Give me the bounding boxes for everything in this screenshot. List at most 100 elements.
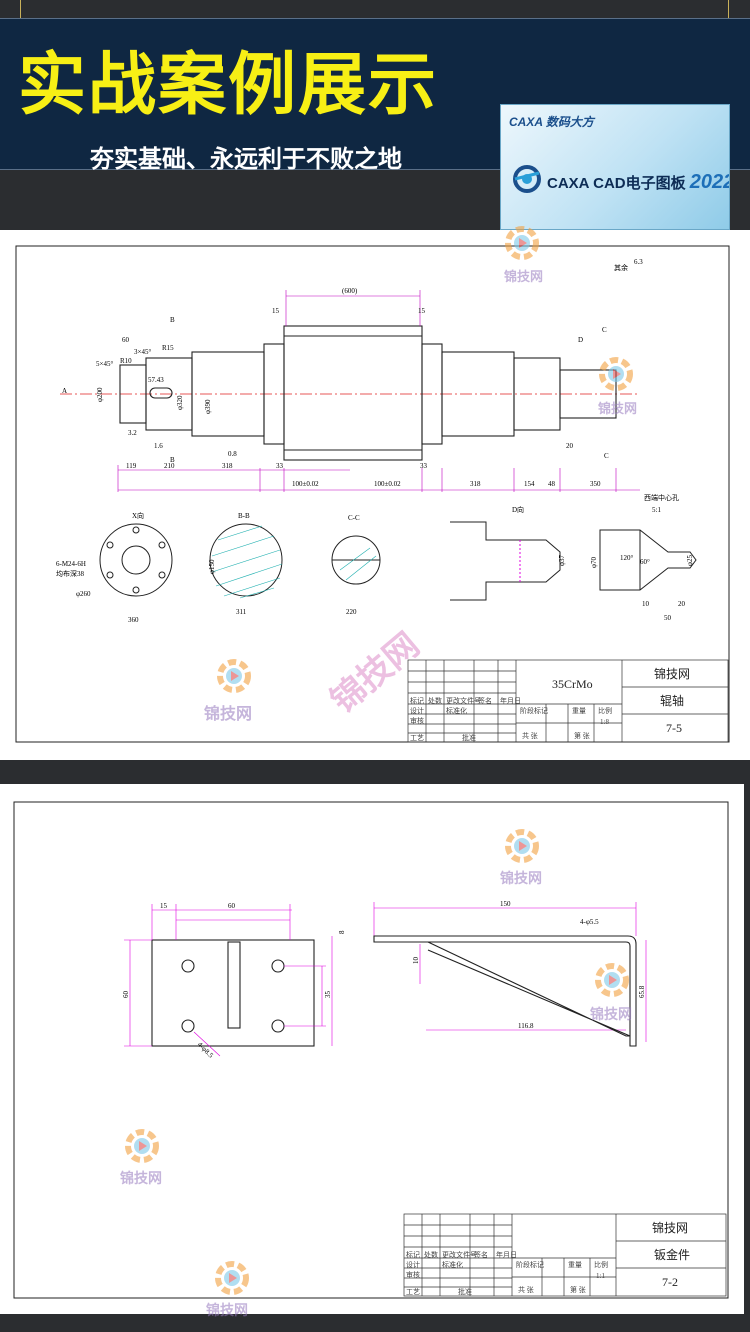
tb1-part-name: 辊轴: [660, 693, 684, 708]
dim-600: (600): [342, 287, 358, 295]
dim-d25: φ25: [686, 554, 694, 566]
dim-bottom-0: 119: [126, 462, 137, 470]
dim-20b: 20: [678, 600, 686, 608]
dim-150: 150: [500, 900, 511, 908]
frame-line-left: [20, 0, 21, 18]
title-block-bracket: [403, 1213, 727, 1297]
watermark-label-3: 锦技网: [204, 704, 253, 723]
dim-slot: 57.43: [148, 376, 164, 384]
view-a-flange: [99, 523, 173, 597]
dim-r15: R15: [162, 344, 174, 352]
section-c-bottom: C: [604, 452, 609, 460]
tb1-material: 35CrMo: [552, 677, 593, 691]
holes-spec: 6-M24-6H: [56, 560, 86, 568]
tb2-row-6: 设计: [406, 1260, 420, 1269]
tb2-company: 锦技网: [652, 1221, 688, 1235]
tb2-row-3: 更改文件号: [442, 1250, 477, 1259]
angle-60: 60°: [640, 558, 650, 566]
tb1-company: 锦技网: [654, 667, 690, 681]
dim-311: 311: [236, 608, 247, 616]
section-b-bottom: B: [170, 456, 175, 464]
watermark-label-2: 锦技网: [598, 402, 638, 417]
dim-60: 60: [122, 336, 130, 344]
tb2-row-7: 标准化: [442, 1260, 463, 1269]
tb2-row-5: 年月日: [496, 1250, 517, 1259]
dim-360: 360: [128, 616, 139, 624]
dim-bottom-9: 48: [548, 480, 556, 488]
dim-holes: 4-φ8.5: [196, 1041, 215, 1060]
bottom-dimensions: 119 210 318 33 100±0.02 100±0.02 33 318 …: [126, 462, 601, 488]
tb2-row-13: 批准: [458, 1287, 472, 1296]
tb2-row-15: 第 张: [570, 1285, 586, 1294]
view-d-end: [450, 521, 561, 601]
dim-chamfer: 5×45°: [96, 360, 113, 368]
tb1-row-12: 工艺: [410, 734, 424, 742]
dim-d200: φ200: [96, 387, 104, 402]
tb1-row-15: 第 张: [574, 731, 590, 740]
tb2-drawing-no: 7-2: [662, 1275, 678, 1289]
dim-bottom-8: 154: [524, 480, 535, 488]
caxa-swirl-icon: [513, 165, 541, 193]
tb1-row-8: 阶段标记: [520, 706, 548, 715]
dim-10: 10: [642, 600, 650, 608]
tb2-scale: 1:1: [596, 1272, 605, 1280]
tb1-row-6: 设计: [410, 706, 424, 715]
frame-line-right: [728, 0, 729, 18]
section-b-top: B: [170, 316, 175, 324]
tb1-drawing-no: 7-5: [666, 721, 682, 735]
caxa-brand: CAXA 数码大方: [509, 115, 594, 129]
ra-1-6: 1.6: [154, 442, 163, 450]
dim-d37: φ37: [558, 554, 566, 566]
tb2-row-11: 审核: [406, 1270, 420, 1279]
tb1-row-11: 审核: [410, 716, 424, 725]
dim-bottom-3: 33: [276, 462, 284, 470]
dim-r10: R10: [120, 357, 132, 365]
dim-d70: φ70: [590, 556, 598, 568]
angle-120: 120°: [620, 554, 634, 562]
caxa-product-name: CAXA CAD电子图板 2022: [547, 171, 730, 194]
dim-bottom-4: 100±0.02: [292, 480, 319, 488]
drawing-sheet-shaft: (600) 5×45° 3×45° R15 R10 60 15 15 57.43…: [0, 230, 750, 760]
dim-15: 15: [160, 902, 168, 910]
dim-15a: 15: [272, 307, 280, 315]
dim-bottom-5: 100±0.02: [374, 480, 401, 488]
view-label-d: D向: [512, 505, 524, 514]
dim-bb-side: φ150: [208, 559, 216, 574]
tb1-row-9: 重量: [572, 707, 586, 715]
dim-chamfer2: 3×45°: [134, 348, 151, 356]
tb2-row-0: 标记: [406, 1250, 420, 1259]
dim-d320: φ320: [176, 395, 184, 410]
dim-60-top: 60: [228, 902, 236, 910]
drawing-sheet-bracket: 15 60 4-φ5.5 150 116.8 60 35 8 10 65.8 4…: [0, 784, 744, 1314]
dim-35: 35: [324, 991, 332, 999]
ra-3-2: 3.2: [128, 429, 137, 437]
surface-finish-value: 6.3: [634, 258, 643, 266]
tb1-row-5: 年月日: [500, 696, 521, 705]
tb2-row-4: 签名: [474, 1250, 488, 1259]
view-cc-section: [331, 535, 381, 585]
dim-50: 50: [664, 614, 672, 622]
watermark-label-7: 锦技网: [206, 1303, 248, 1319]
view-label-center: 西端中心孔: [644, 493, 679, 502]
header-band: 实战案例展示 夯实基础、永远利于不败之地: [0, 18, 750, 173]
surface-finish-label: 其余: [614, 263, 628, 272]
page-title: 实战案例展示: [18, 45, 439, 125]
dim-holes-side: 4-φ5.5: [580, 918, 599, 926]
tb1-row-3: 更改文件号: [446, 696, 481, 705]
section-c-top: C: [602, 326, 607, 334]
dim-bottom-6: 33: [420, 462, 428, 470]
section-a: A: [62, 387, 67, 395]
page-subtitle: 夯实基础、永远利于不败之地: [90, 146, 402, 173]
dim-116: 116.8: [518, 1022, 534, 1030]
dim-15b: 15: [418, 307, 426, 315]
caxa-year: 2022: [689, 171, 730, 193]
tb1-row-13: 批准: [462, 733, 476, 742]
tb2-row-10: 比例: [594, 1260, 608, 1269]
view-bb-section: [209, 523, 283, 599]
view-label-a: X向: [132, 511, 144, 520]
tb1-row-1: 处数: [428, 696, 442, 705]
tb1-row-0: 标记: [410, 696, 424, 705]
tb1-row-4: 签名: [478, 696, 492, 705]
ra-0-8: 0.8: [228, 450, 237, 458]
dim-20: 20: [566, 442, 574, 450]
